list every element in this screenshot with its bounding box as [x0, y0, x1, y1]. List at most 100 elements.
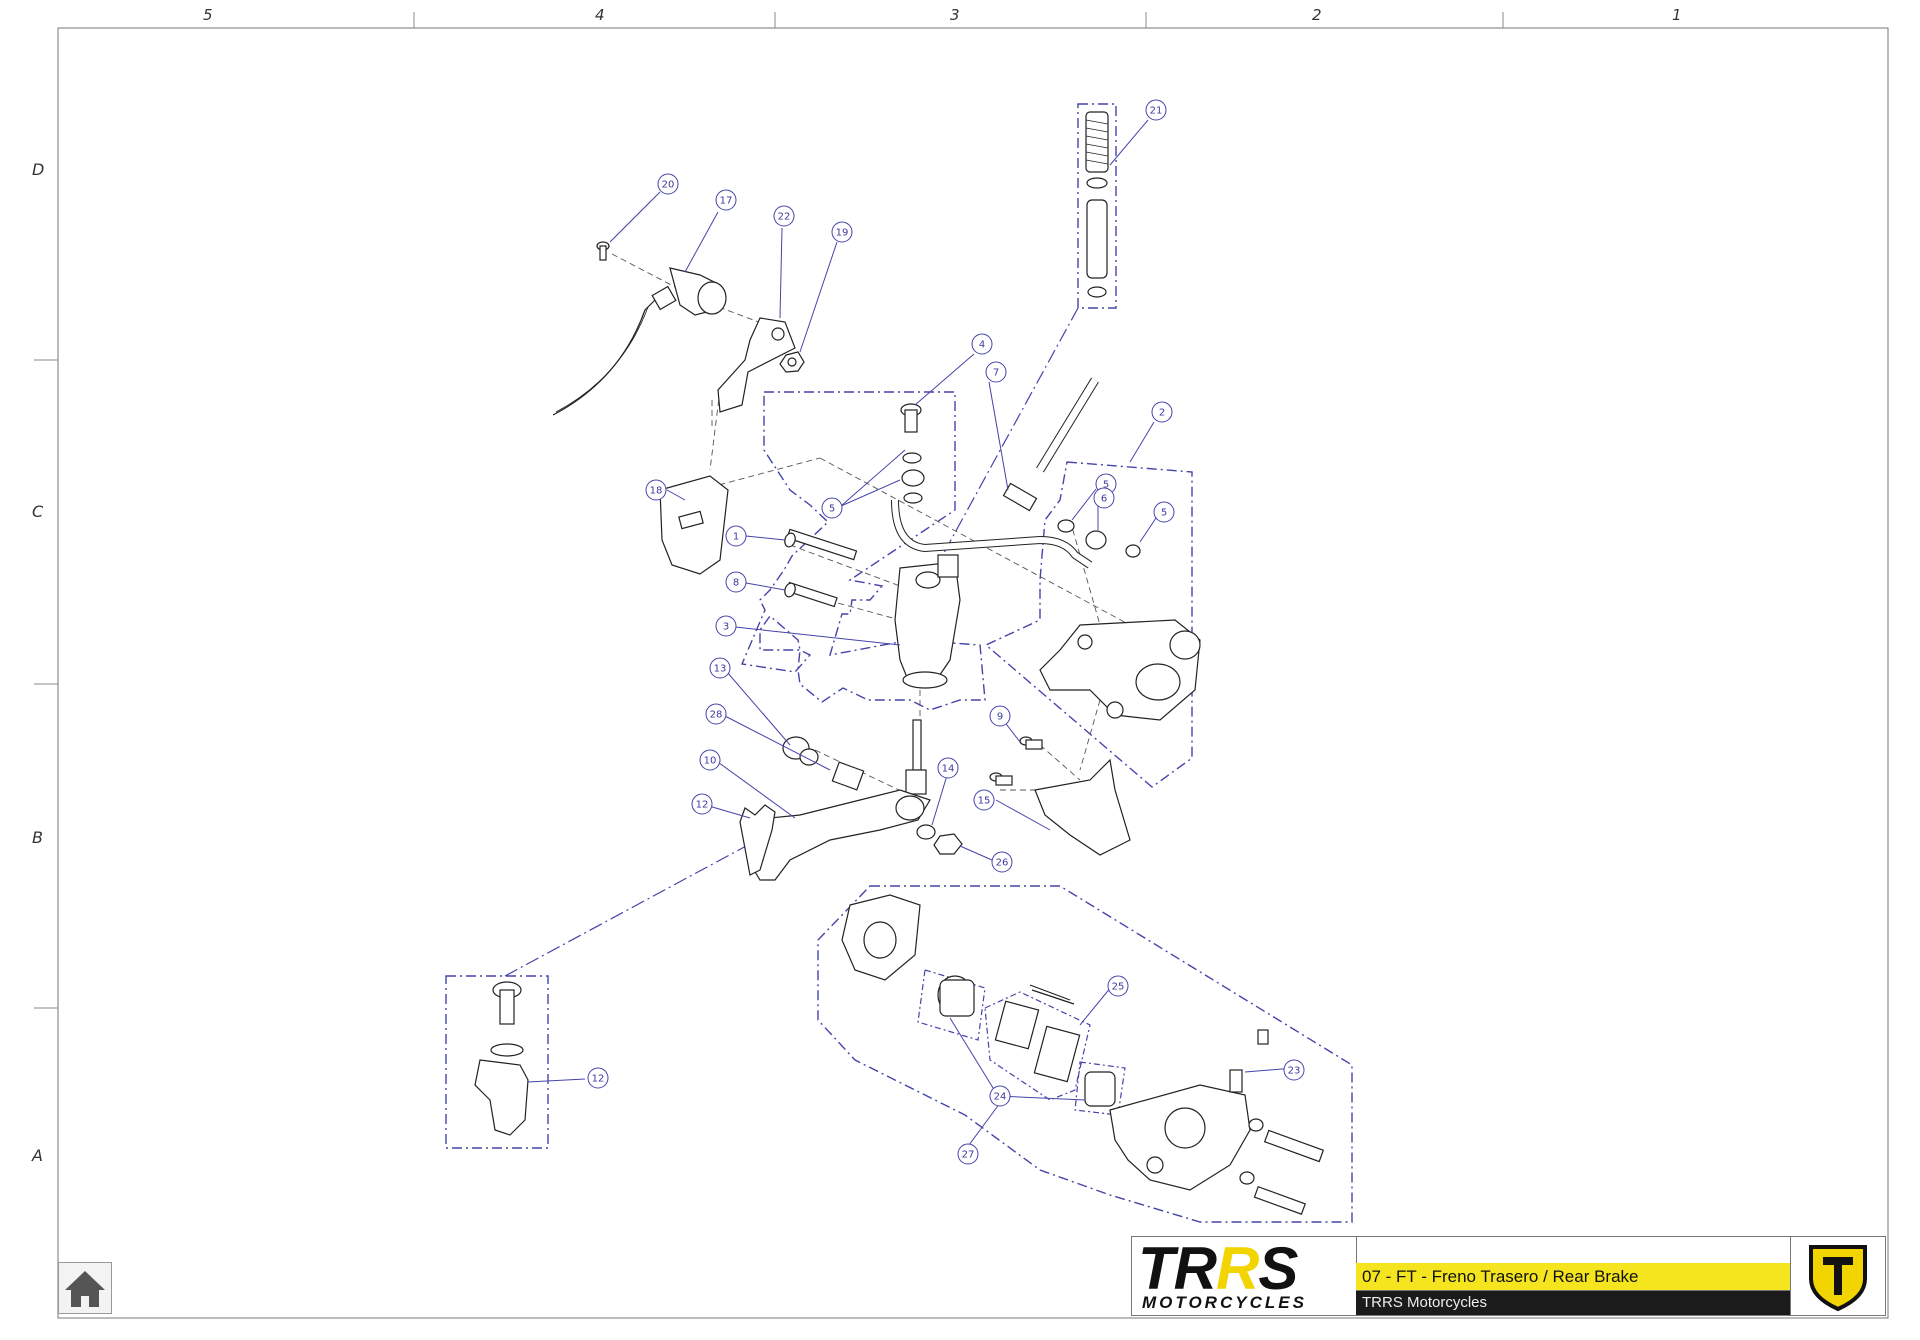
callout-label: 13: [714, 664, 727, 675]
brand-logo: TRRS MOTORCYCLES: [1132, 1237, 1357, 1315]
part-5-washers: [901, 452, 925, 504]
part-2-caliper: [1039, 619, 1201, 721]
callout-circle: [985, 361, 1007, 383]
group-2-caliper-outline: [984, 461, 1193, 788]
callout-c20: 20: [657, 173, 679, 195]
callout-c1: 1: [725, 525, 747, 547]
callout-c24: 24: [989, 1085, 1011, 1107]
part-caliper-bolts: [1239, 1118, 1325, 1215]
callout-circle: [937, 757, 959, 779]
callout-label: 19: [836, 228, 849, 239]
callout-label: 25: [1112, 982, 1125, 993]
part-28-bushing: [831, 761, 865, 791]
part-12-pedal-tip: [474, 981, 529, 1136]
callout-c22: 22: [773, 205, 795, 227]
part-19-nut: [779, 351, 805, 373]
callout-label: 20: [662, 180, 675, 191]
callout-circle: [587, 1067, 609, 1089]
callout-label: 7: [993, 368, 999, 379]
part-24-piston-2: [1074, 1061, 1126, 1116]
callout-label: 15: [978, 796, 991, 807]
callout-c14: 14: [937, 757, 959, 779]
callout-circle: [989, 705, 1011, 727]
callout-c13: 13: [709, 657, 731, 679]
callout-c26: 26: [991, 851, 1013, 873]
callout-circle: [989, 1085, 1011, 1107]
callout-c23: 23: [1283, 1059, 1305, 1081]
part-20-pin: [596, 241, 610, 261]
part-8-bolt: [784, 581, 838, 608]
callout-label: 23: [1288, 1066, 1301, 1077]
part-brake-hose: [891, 499, 1093, 569]
callout-label: 4: [979, 340, 985, 351]
part-25-pads: [984, 984, 1091, 1101]
callout-circle: [705, 703, 727, 725]
callout-label: 26: [996, 858, 1009, 869]
part-14-washer: [916, 824, 936, 840]
part-17-switch-cable: [552, 267, 727, 416]
group-caliper-kit-outline: [817, 885, 1353, 1223]
brand-wordmark: TRRS: [1138, 1235, 1298, 1302]
part-13-bushing: [782, 736, 819, 766]
part-21-piston-kit: [1085, 111, 1109, 298]
callout-c9: 9: [989, 705, 1011, 727]
part-caliper-bracket: [841, 894, 921, 981]
drawing-title: 07 - FT - Freno Trasero / Rear Brake: [1356, 1263, 1790, 1291]
zone-row-d: D: [32, 160, 45, 179]
part-4-banjo-bolt: [900, 403, 922, 433]
callout-circle: [821, 497, 843, 519]
callout-circle: [699, 749, 721, 771]
part-23-bleeder: [1229, 1029, 1269, 1093]
callout-c7: 7: [985, 361, 1007, 383]
callout-label: 5: [1161, 508, 1167, 519]
callout-c2: 2: [1151, 401, 1173, 423]
emblem-cell: [1790, 1237, 1886, 1315]
callout-label: 5: [829, 504, 835, 515]
callout-c4: 4: [971, 333, 993, 355]
callout-label: 3: [723, 622, 729, 633]
callout-label: 6: [1101, 494, 1107, 505]
callout-label: 14: [942, 764, 955, 775]
callout-circle: [657, 173, 679, 195]
zone-row-b: B: [32, 828, 43, 847]
zone-col-5: 5: [203, 6, 213, 24]
title-block: TRRS MOTORCYCLES 07 - FT - Freno Trasero…: [1131, 1236, 1886, 1316]
drawing-subtitle: TRRS Motorcycles: [1356, 1291, 1790, 1315]
part-18-cover: [659, 475, 729, 575]
callout-circle: [971, 333, 993, 355]
callout-c25: 25: [1107, 975, 1129, 997]
callout-label: 10: [704, 756, 717, 767]
callout-label: 18: [650, 486, 663, 497]
callout-label: 12: [592, 1074, 605, 1085]
callout-label: 12: [696, 800, 709, 811]
callout-c10: 10: [699, 749, 721, 771]
callout-label: 9: [997, 712, 1003, 723]
callout-circle: [973, 789, 995, 811]
callout-circle: [715, 615, 737, 637]
callout-c28: 28: [705, 703, 727, 725]
part-9-bolts: [989, 736, 1043, 786]
callout-circle: [957, 1143, 979, 1165]
zone-col-1: 1: [1672, 6, 1682, 24]
callout-c5a: 5: [821, 497, 843, 519]
zone-col-2: 2: [1312, 6, 1322, 24]
home-button[interactable]: [58, 1262, 112, 1314]
callout-c6: 6: [1093, 487, 1115, 509]
callout-c3: 3: [715, 615, 737, 637]
part-26-nut: [933, 833, 963, 855]
callout-circle: [715, 189, 737, 211]
callout-circle: [1153, 501, 1175, 523]
callout-circle: [709, 657, 731, 679]
part-27-caliper-body: [1109, 1084, 1251, 1191]
part-10-brake-pedal: [739, 789, 931, 881]
callout-c15: 15: [973, 789, 995, 811]
callout-label: 28: [710, 710, 723, 721]
callout-label: 21: [1150, 106, 1163, 117]
part-15-disc-guard: [1034, 758, 1131, 856]
part-3-master-cylinder: [894, 554, 961, 689]
callout-label: 17: [720, 196, 733, 207]
callout-circle: [1107, 975, 1129, 997]
callout-circle: [1093, 487, 1115, 509]
group-21-outline: [1077, 103, 1117, 309]
part-7-reservoir-hose: [1002, 377, 1099, 512]
